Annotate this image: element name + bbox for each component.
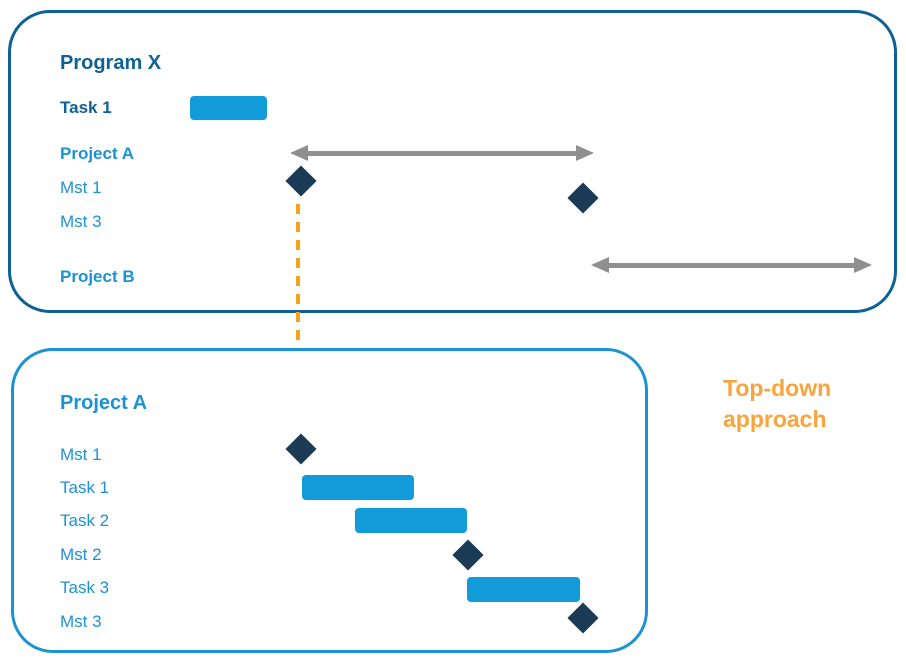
project-mst3-diamond-icon xyxy=(567,602,599,634)
project-mst1-diamond-icon xyxy=(285,433,317,465)
program-mst3-label: Mst 3 xyxy=(60,212,102,231)
project-task2-label: Task 2 xyxy=(60,511,110,530)
project-task3-bar xyxy=(467,577,580,602)
topdown-annotation: Top-down approach xyxy=(723,373,831,435)
project-task2-bar xyxy=(355,508,467,533)
program-projectb-label: Project B xyxy=(60,267,135,286)
arrow-shaft xyxy=(305,151,579,156)
project-mst3-label: Mst 3 xyxy=(60,612,102,631)
program-projecta-label: Project A xyxy=(60,144,135,163)
project-a-duration-arrow xyxy=(290,145,594,162)
program-task1-bar xyxy=(190,96,267,120)
program-mst1-diamond-icon xyxy=(285,165,317,197)
arrow-left-head-icon xyxy=(290,145,308,161)
project-mst1-label: Mst 1 xyxy=(60,445,102,464)
project-task1-bar xyxy=(302,475,414,500)
project-a-title: Project A xyxy=(60,392,148,414)
program-mst1-label: Mst 1 xyxy=(60,178,102,197)
arrow-shaft xyxy=(606,263,857,268)
arrow-right-head-icon xyxy=(854,257,872,273)
arrow-left-head-icon xyxy=(591,257,609,273)
project-a-panel: Project A Mst 1 Task 1 Task 2 Mst 2 Task… xyxy=(11,348,648,653)
program-task1-label: Task 1 xyxy=(60,98,112,117)
topdown-annotation-line1: Top-down xyxy=(723,375,832,401)
project-task1-label: Task 1 xyxy=(60,478,110,497)
project-mst2-diamond-icon xyxy=(452,539,484,571)
program-x-title: Program X xyxy=(60,52,162,74)
project-mst2-label: Mst 2 xyxy=(60,545,102,564)
program-x-panel: Program X Task 1 Project A Mst 1 Mst 3 P… xyxy=(8,10,897,313)
project-b-duration-arrow xyxy=(591,257,872,274)
drilldown-dashed-arrow xyxy=(296,204,300,404)
topdown-annotation-line2: approach xyxy=(723,406,827,432)
arrow-right-head-icon xyxy=(576,145,594,161)
project-task3-label: Task 3 xyxy=(60,578,110,597)
program-mst3-diamond-icon xyxy=(567,182,599,214)
